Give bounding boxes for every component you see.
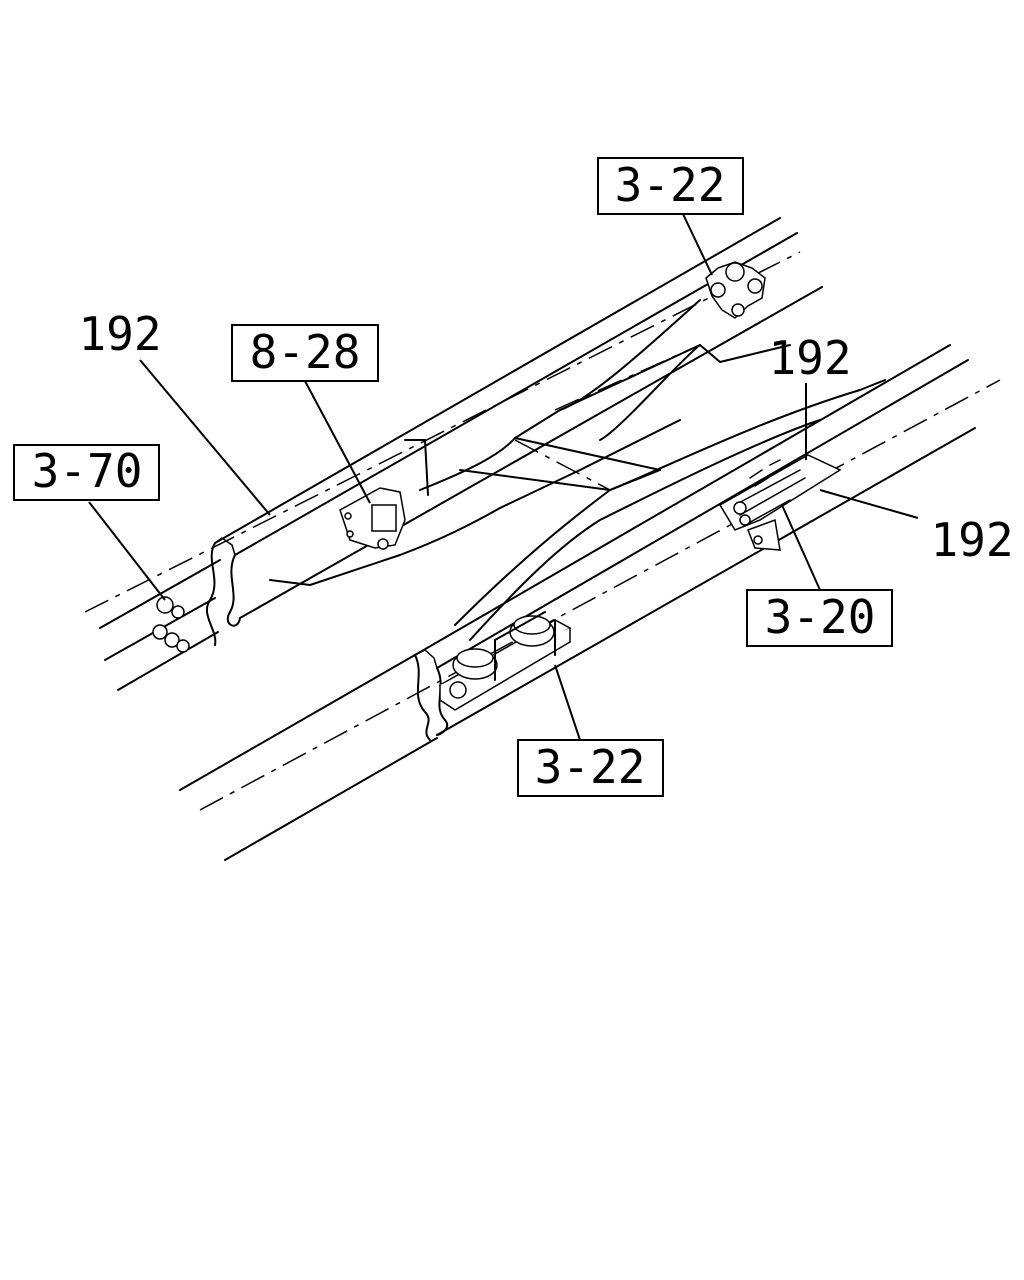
upper-valve-part	[705, 261, 766, 319]
leader-lines	[88, 213, 919, 741]
callout-3-70-label: 3-70	[32, 444, 143, 498]
callout-3-22-bottom: 3-22	[517, 739, 664, 797]
callout-3-20-label: 3-20	[765, 590, 876, 644]
callout-3-22-bottom-label: 3-22	[535, 740, 646, 794]
callout-8-28-label: 8-28	[250, 325, 361, 379]
part-number-192-right: 192	[930, 513, 1013, 567]
bracket-relay-part	[339, 487, 406, 550]
lower-chamber-part	[438, 611, 572, 711]
callout-3-20: 3-20	[746, 589, 893, 647]
cross-member	[269, 299, 886, 641]
left-fittings-part	[152, 596, 190, 653]
right-plate-part	[718, 454, 842, 551]
callout-3-22-top: 3-22	[597, 157, 744, 215]
part-number-192-left: 192	[78, 307, 161, 361]
callout-8-28: 8-28	[231, 324, 379, 382]
callout-3-70: 3-70	[13, 444, 160, 501]
callout-3-22-top-label: 3-22	[615, 158, 726, 212]
part-number-192-right-top: 192	[768, 331, 851, 385]
